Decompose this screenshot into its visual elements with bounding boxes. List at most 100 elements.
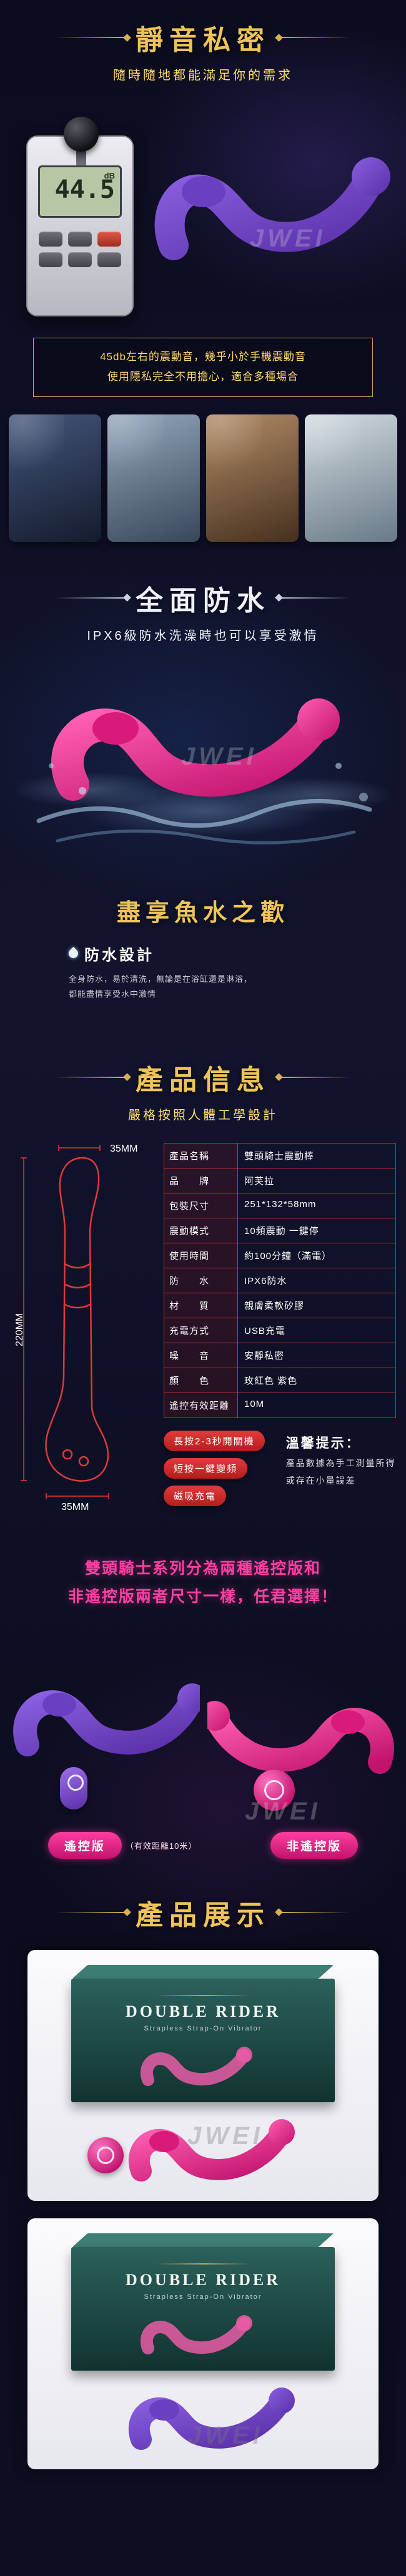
scene-bathroom-photo <box>305 414 397 542</box>
dim-side-label: 220MM <box>14 1313 25 1346</box>
spec-row: 充電方式 USB充電 <box>164 1317 395 1343</box>
water-splash-scene <box>0 654 406 868</box>
waterproof-feature: 防水設計 <box>66 943 337 964</box>
section-waterproof: 全面防水 IPX6級防水洗澡時也可以享受激情 <box>0 578 406 868</box>
dim-top-label: 35MM <box>110 1144 137 1154</box>
noise-note-box: 45db左右的震動音，幾乎小於手機震動音 使用隱私完全不用擔心，適合多種場合 <box>33 338 373 397</box>
spec-row: 防 水 IPX6防水 <box>164 1267 395 1293</box>
meter-button-power <box>97 232 121 247</box>
section-fish: 盡享魚水之歡 防水設計 全身防水，易於清洗，無論是在浴缸還是淋浴， 都能盡情享受… <box>0 893 406 1002</box>
waterproof-design-block: 防水設計 全身防水，易於清洗，無論是在浴缸還是淋浴， 都能盡情享受水中激情 <box>66 943 337 1002</box>
deco-line-right <box>280 1911 350 1913</box>
box-gold-rule <box>156 1994 250 1996</box>
waterproof-desc-line1: 全身防水，易於清洗，無論是在浴缸還是淋浴， <box>69 974 253 984</box>
spec-value: 阿芙拉 <box>244 1175 275 1187</box>
waterproof-desc: 全身防水，易於清洗，無論是在浴缸還是淋浴， 都能盡情享受水中激情 <box>69 972 337 1002</box>
info-subtitle: 嚴格按照人體工學設計 <box>128 1108 278 1122</box>
spec-label: 材 質 <box>164 1293 238 1318</box>
waterproof-heading: 全面防水 <box>0 578 406 618</box>
spec-row: 材 質 親膚柔軟矽膠 <box>164 1292 395 1318</box>
spec-row: 顏 色 玫紅色 紫色 <box>164 1367 395 1393</box>
spec-value: 雙頭騎士震動棒 <box>244 1150 315 1162</box>
spec-label: 防 水 <box>164 1268 238 1293</box>
dimension-diagram: 35MM 220MM 35MM <box>14 1144 137 1512</box>
section-product-info: 產品信息 嚴格按照人體工學設計 <box>0 1057 406 1514</box>
info-bottom: 長按2-3秒開關機 短按一鍵變頻 磁吸充電 溫馨提示： 產品數據為手工測量所得 … <box>164 1430 396 1506</box>
spec-label: 使用時間 <box>164 1243 238 1268</box>
annotation-pill: 磁吸充電 <box>164 1485 227 1506</box>
purple-product-image <box>128 2387 295 2450</box>
info-content: 35MM 220MM 35MM 產品名稱 雙頭騎士震動棒 品 牌 阿芙拉 包裝尺… <box>0 1123 406 1514</box>
scene-office-photo <box>107 414 200 542</box>
spec-value: 約100分鐘（滿電） <box>244 1250 332 1261</box>
spec-row: 品 牌 阿芙拉 <box>164 1167 395 1193</box>
spec-label: 顏 色 <box>164 1368 238 1393</box>
deco-line-left <box>56 597 126 599</box>
spec-label: 遙控有效距離 <box>164 1393 238 1418</box>
retail-box-top <box>72 1964 334 1979</box>
info-heading: 產品信息 <box>0 1057 406 1097</box>
spec-label: 產品名稱 <box>164 1143 238 1168</box>
usage-scenes <box>0 414 406 542</box>
quiet-subtitle: 隨時隨地都能滿足你的需求 <box>113 69 293 82</box>
scene-bedroom-photo <box>206 414 299 542</box>
deco-line-right <box>280 597 350 599</box>
nonremote-version-label: 非遙控版 <box>270 1831 359 1859</box>
pink-remote-control <box>254 1769 295 1811</box>
box-art-product <box>140 2046 252 2086</box>
decibel-meter-scene: dB 44.5 <box>0 89 406 328</box>
warm-tip: 溫馨提示： 產品數據為手工測量所得 或存在小量誤差 <box>286 1431 396 1506</box>
quiet-title: 靜音私密 <box>136 25 270 56</box>
deco-line-left <box>56 1911 126 1913</box>
spec-column: 產品名稱 雙頭騎士震動棒 品 牌 阿芙拉 包裝尺寸 251*132*58mm 震… <box>164 1139 396 1514</box>
annotation-pill: 長按2-3秒開關機 <box>164 1430 265 1451</box>
spec-value: 親膚柔軟矽膠 <box>244 1300 305 1311</box>
deco-line-left <box>56 37 126 38</box>
water-drop-icon <box>66 946 81 960</box>
waterproof-feature-title: 防水設計 <box>84 946 154 964</box>
pink-vibrator-water-image <box>36 698 372 845</box>
noise-note-line2: 使用隱私完全不用擔心，適合多種場合 <box>107 371 299 383</box>
lcd-unit-label: dB <box>104 171 115 180</box>
display-heading: 產品展示 <box>0 1893 406 1932</box>
spec-row: 噪 音 安靜私密 <box>164 1342 395 1368</box>
dim-bottom-label: 35MM <box>61 1502 89 1512</box>
tip-title: 溫馨提示： <box>285 1436 361 1451</box>
deco-line-left <box>56 1076 126 1078</box>
quiet-heading: 靜音私密 <box>0 17 406 57</box>
spec-row: 震動模式 10頻震動 一鍵停 <box>164 1217 395 1243</box>
spec-value: IPX6防水 <box>244 1275 287 1286</box>
remote-version-group: 遙控版 （有效距離10米） <box>47 1831 197 1859</box>
pink-product-image <box>128 2118 295 2182</box>
spec-value: 安靜私密 <box>244 1350 285 1361</box>
series-banner: 雙頭騎士系列分為兩種遙控版和 非遙控版兩者尺寸一樣，任君選擇！ <box>0 1555 406 1611</box>
remote-version-label: 遙控版 <box>47 1831 122 1859</box>
spec-value: 10M <box>244 1398 265 1409</box>
spec-row: 產品名稱 雙頭騎士震動棒 <box>164 1143 395 1168</box>
purple-remote-control <box>60 1766 87 1810</box>
lcd-reading: 44.5 <box>54 175 115 204</box>
meter-button <box>39 232 62 247</box>
banner-line1: 雙頭騎士系列分為兩種遙控版和 <box>84 1559 321 1577</box>
spec-table: 產品名稱 雙頭騎士震動棒 品 牌 阿芙拉 包裝尺寸 251*132*58mm 震… <box>164 1142 396 1418</box>
meter-button <box>68 232 92 247</box>
spec-value: 10頻震動 一鍵停 <box>244 1225 319 1237</box>
meter-button <box>68 252 92 267</box>
decibel-meter: dB 44.5 <box>26 117 134 316</box>
spec-label: 品 牌 <box>164 1168 238 1193</box>
display-title: 產品展示 <box>136 1899 270 1931</box>
box-title: DOUBLE RIDER <box>125 2270 281 2289</box>
purple-vibrator-image <box>154 157 390 260</box>
spec-row: 遙控有效距離 10M <box>164 1392 395 1418</box>
remote-range-note: （有效距離10米） <box>125 1841 197 1851</box>
versions-scene <box>0 1620 406 1826</box>
retail-box-top <box>72 2233 334 2247</box>
meter-microphone <box>64 117 99 152</box>
waterproof-subtitle: IPX6級防水洗澡時也可以享受激情 <box>87 629 319 643</box>
spec-value: USB充電 <box>244 1325 285 1336</box>
section-product-display: 產品展示 DOUBLE RIDER Strapless Strap-On Vib… <box>0 1893 406 2469</box>
retail-box: DOUBLE RIDER Strapless Strap-On Vibrator <box>71 2246 335 2371</box>
spec-value: 251*132*58mm <box>244 1198 317 1210</box>
box-gold-rule <box>156 2263 250 2265</box>
nonremote-version-group: 非遙控版 <box>270 1831 359 1859</box>
